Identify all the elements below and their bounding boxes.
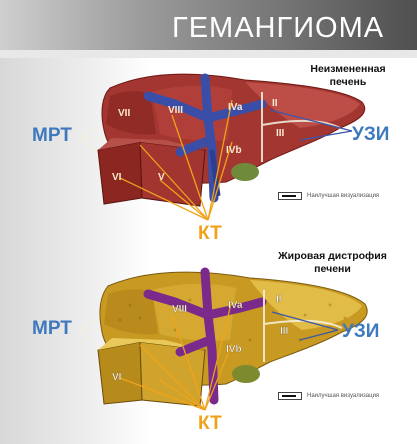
panel2-heading-line2: печени: [250, 263, 415, 276]
segment-label: III: [276, 128, 285, 139]
segment-label: IVa: [228, 102, 243, 113]
panel2-heading-line1: Жировая дистрофия: [250, 250, 415, 263]
segment-label: IVa: [228, 300, 243, 311]
legend-2: Наилучшая визуализация: [278, 392, 379, 400]
us-label-1: УЗИ: [352, 124, 389, 146]
legend-text-2: Наилучшая визуализация: [307, 393, 379, 399]
segment-label: VIII: [168, 105, 183, 116]
legend-line-icon: [278, 192, 302, 200]
segment-label: II: [272, 98, 278, 109]
segment-label: IVb: [226, 145, 242, 156]
mri-label-2: МРТ: [32, 318, 72, 340]
segment-label: VI: [112, 372, 122, 383]
segment-label: VI: [112, 172, 122, 183]
ct-label-1: КТ: [198, 223, 222, 245]
segment-label: III: [280, 326, 289, 337]
segment-label: VII: [118, 108, 130, 119]
panel2-heading: Жировая дистрофия печени: [250, 250, 415, 276]
mri-label-1: МРТ: [32, 125, 72, 147]
ct-label-2: КТ: [198, 413, 222, 435]
segment-label: VIII: [172, 304, 187, 315]
segment-label: V: [158, 172, 165, 183]
legend-line-icon: [278, 392, 302, 400]
us-label-2: УЗИ: [342, 321, 379, 343]
legend-text-1: Наилучшая визуализация: [307, 193, 379, 199]
legend-1: Наилучшая визуализация: [278, 192, 379, 200]
segment-label: II: [276, 294, 282, 305]
segment-label: IVb: [226, 344, 242, 355]
